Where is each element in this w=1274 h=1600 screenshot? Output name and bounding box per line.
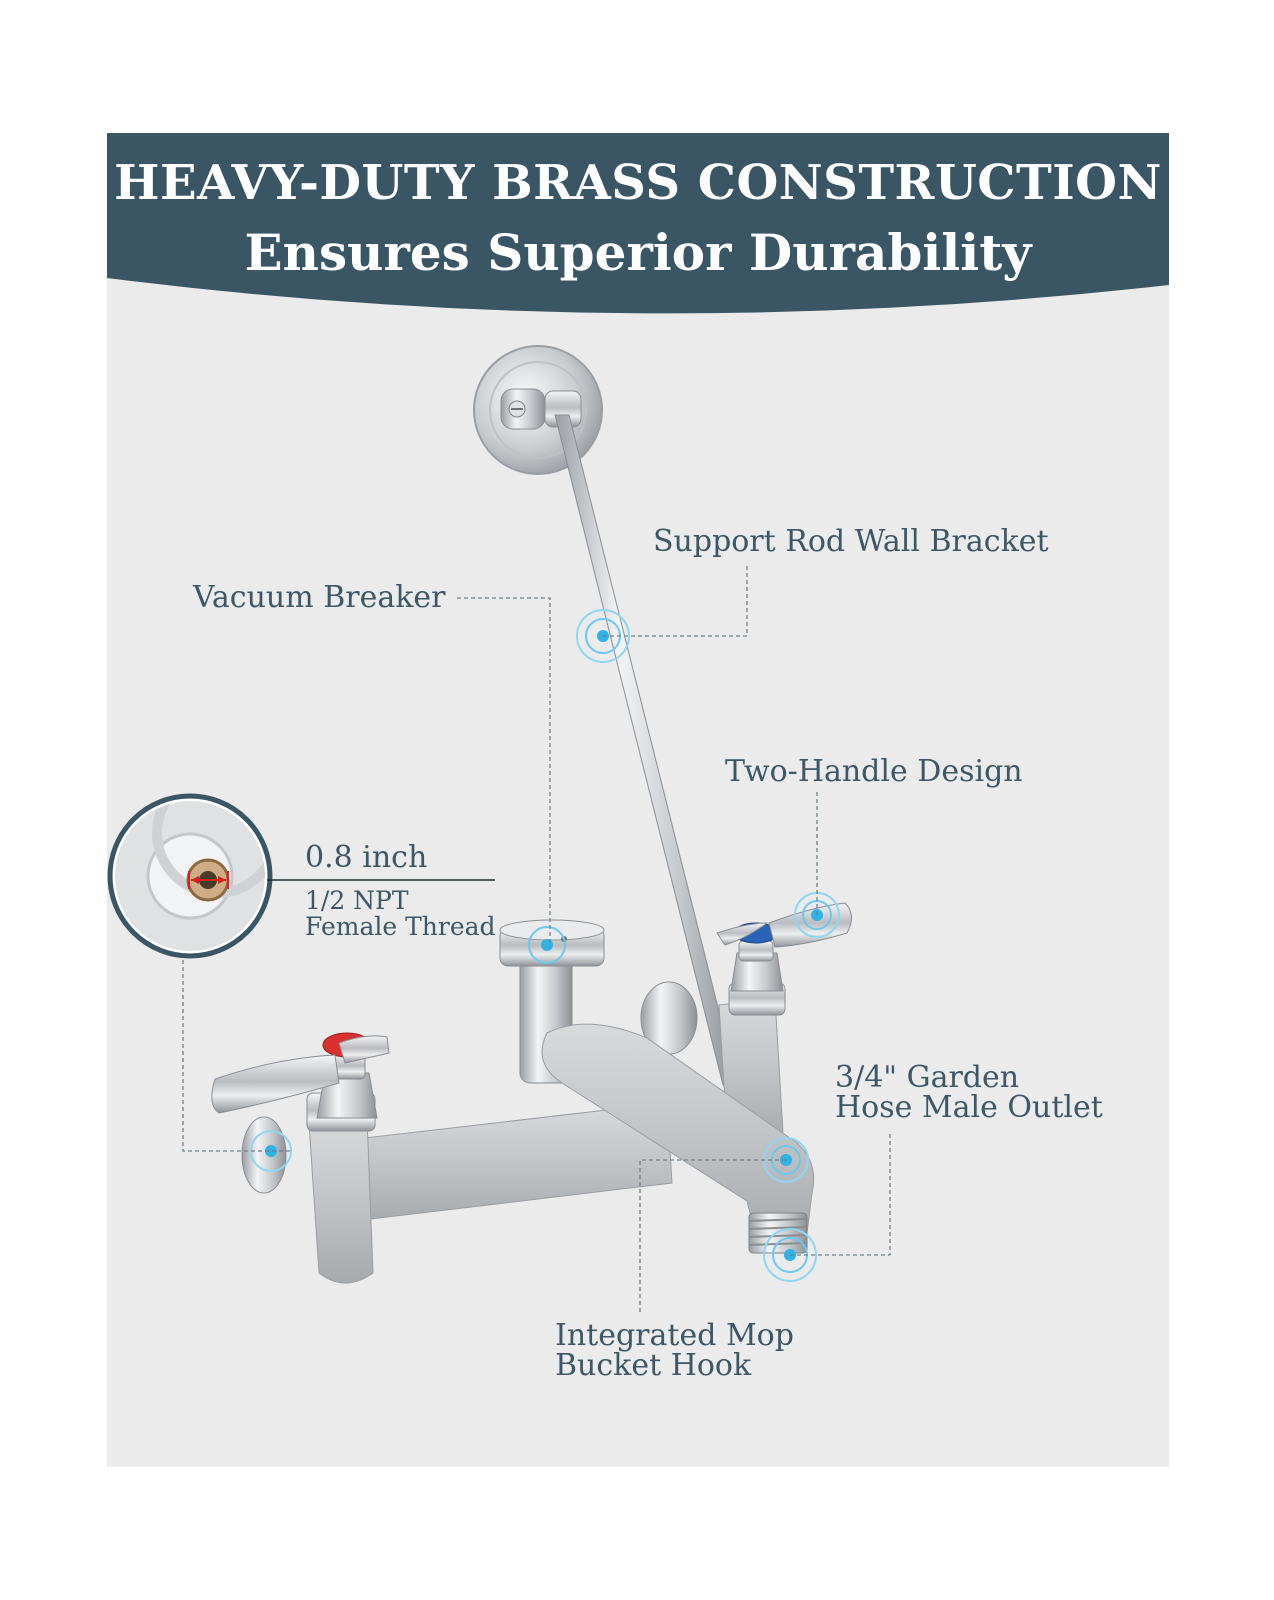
support-rod — [554, 414, 738, 1086]
inset-thread-line2: Female Thread — [305, 912, 496, 941]
faucet-illustration — [107, 345, 891, 1313]
callout-vacuum-breaker: Vacuum Breaker — [193, 580, 446, 615]
callout-garden-hose-line1: 3/4" Garden — [835, 1060, 1020, 1095]
inset-thread-line1: 1/2 NPT — [305, 886, 409, 915]
spout — [541, 1023, 815, 1242]
hot-handle — [211, 1032, 390, 1132]
banner-title: HEAVY-DUTY BRASS CONSTRUCTION — [114, 155, 1162, 211]
callout-mop-hook-line1: Integrated Mop — [555, 1318, 794, 1353]
leader-lines — [182, 563, 891, 1313]
thread-detail-inset — [107, 793, 495, 959]
banner-subtitle: Ensures Superior Durability — [244, 223, 1032, 282]
callout-two-handle: Two-Handle Design — [725, 754, 1023, 789]
inset-measurement: 0.8 inch — [305, 840, 428, 875]
left-wall-flange — [241, 1116, 287, 1194]
title-banner — [107, 133, 1169, 314]
callout-support-rod: Support Rod Wall Bracket — [653, 524, 1049, 559]
callout-garden-hose-line2: Hose Male Outlet — [835, 1090, 1103, 1125]
measurement-arrow-icon — [188, 871, 229, 889]
cold-handle — [716, 902, 852, 1016]
product-panel: HEAVY-DUTY BRASS CONSTRUCTION Ensures Su… — [107, 133, 1169, 1467]
callout-mop-hook-line2: Bucket Hook — [555, 1348, 752, 1383]
support-rod-wall-bracket — [473, 345, 603, 475]
left-valve-body — [308, 1116, 374, 1284]
